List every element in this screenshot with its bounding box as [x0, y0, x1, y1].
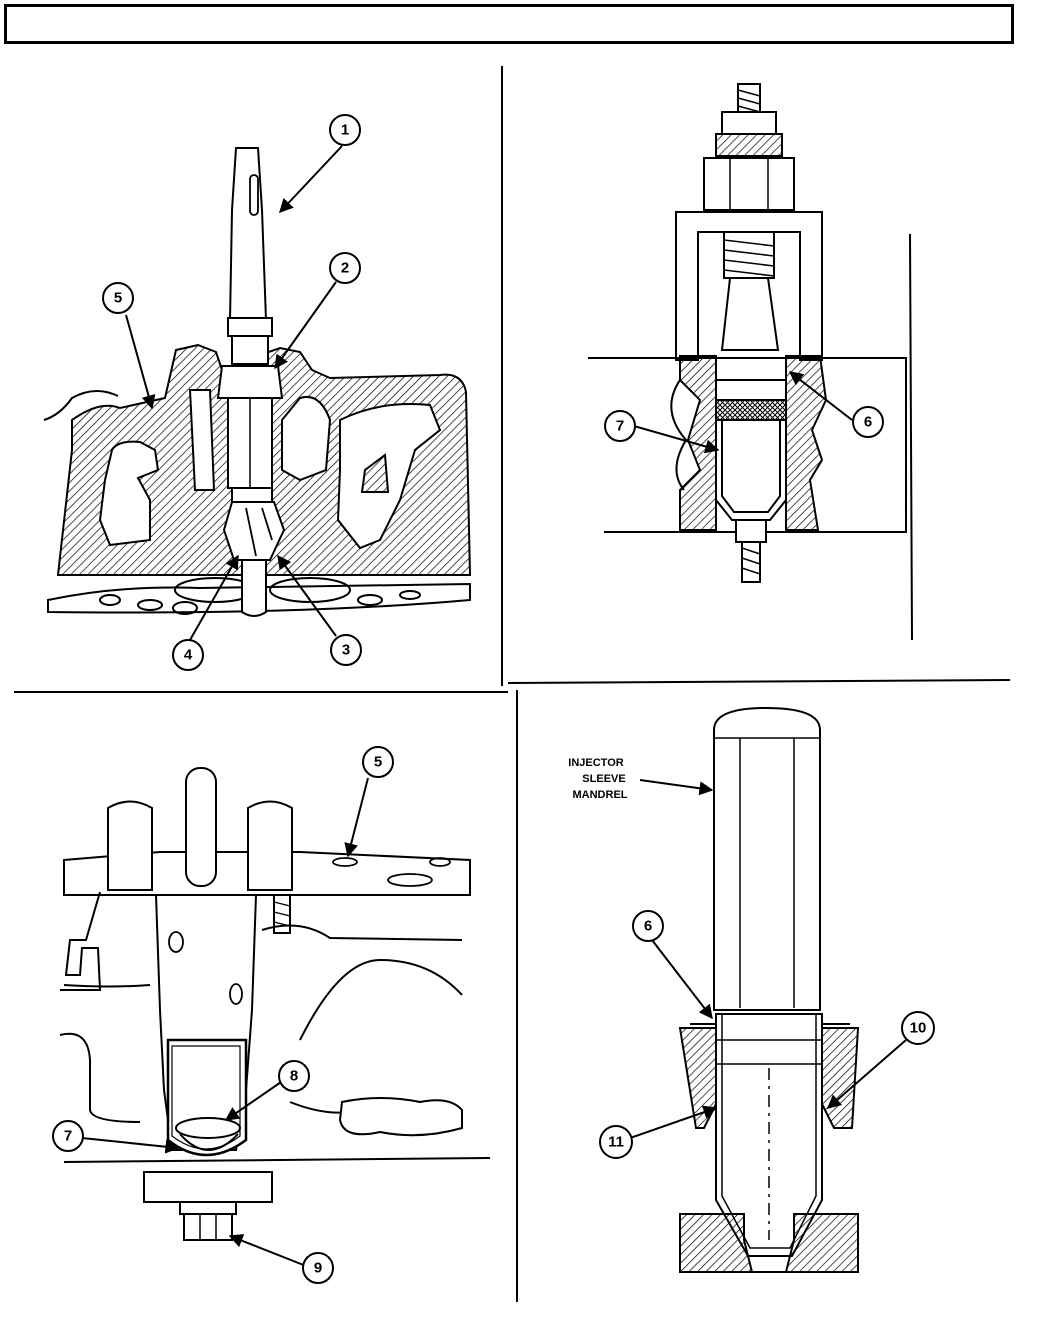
callout-7-top: 7: [605, 411, 635, 441]
callout-2: 2: [330, 253, 360, 283]
svg-text:9: 9: [314, 1260, 322, 1277]
svg-text:5: 5: [374, 754, 382, 771]
panel-head-reamer: [44, 148, 470, 616]
mandrel-label-line3: MANDREL: [573, 789, 628, 801]
svg-text:8: 8: [290, 1068, 298, 1085]
svg-text:1: 1: [341, 122, 349, 139]
panel-dividers: [14, 66, 1010, 1302]
callout-7-bottom: 7: [53, 1121, 83, 1151]
svg-text:10: 10: [910, 1020, 927, 1037]
callout-3: 3: [331, 635, 361, 665]
svg-text:6: 6: [864, 414, 872, 431]
panel-sleeve-puller: [588, 84, 912, 640]
svg-text:5: 5: [114, 290, 122, 307]
svg-text:3: 3: [342, 642, 350, 659]
svg-text:7: 7: [616, 418, 624, 435]
callout-11: 11: [600, 1126, 632, 1158]
svg-text:11: 11: [608, 1134, 624, 1151]
mandrel-label: INJECTOR SLEEVE MANDREL: [568, 757, 627, 801]
panel-sleeve-installed: [60, 768, 490, 1240]
svg-text:6: 6: [644, 918, 652, 935]
mandrel-label-line1: INJECTOR: [568, 757, 623, 769]
callout-10: 10: [902, 1012, 934, 1044]
callout-1: 1: [330, 115, 360, 145]
callout-9: 9: [303, 1253, 333, 1283]
callout-8: 8: [279, 1061, 309, 1091]
callout-5-top: 5: [103, 283, 133, 313]
panel-mandrel: [680, 708, 858, 1272]
svg-text:7: 7: [64, 1128, 72, 1145]
mandrel-label-line2: SLEEVE: [582, 773, 625, 785]
callout-4: 4: [173, 640, 203, 670]
callout-5-bottom: 5: [363, 747, 393, 777]
svg-text:4: 4: [184, 647, 193, 664]
callout-6-bottom: 6: [633, 911, 663, 941]
callout-6-top: 6: [853, 407, 883, 437]
svg-text:2: 2: [341, 260, 349, 277]
